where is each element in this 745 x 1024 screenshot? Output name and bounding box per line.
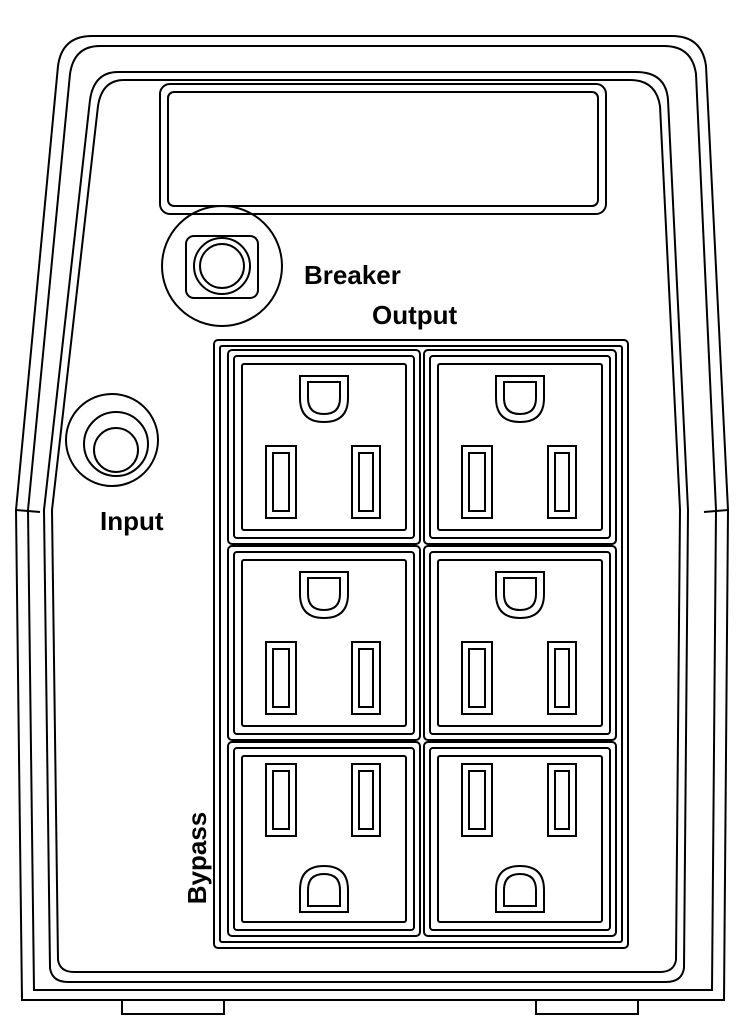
- neutral-slot: [461, 763, 493, 837]
- hot-slot: [547, 763, 577, 837]
- display-window: [159, 83, 607, 215]
- bypass-label: Bypass: [182, 811, 212, 905]
- breaker-button[interactable]: [161, 205, 283, 327]
- hot-slot: [547, 641, 577, 715]
- ups-housing: [14, 35, 730, 1001]
- outlet-block: [213, 339, 629, 949]
- input-label: Input: [100, 506, 164, 536]
- neutral-slot: [265, 763, 297, 837]
- neutral-slot: [461, 641, 493, 715]
- neutral-slot: [265, 641, 297, 715]
- hot-slot: [547, 445, 577, 519]
- outlets-layer: [227, 349, 617, 937]
- power-outlet[interactable]: [423, 545, 617, 741]
- input-power-button[interactable]: [65, 393, 159, 487]
- power-outlet[interactable]: [227, 741, 421, 937]
- neutral-slot: [461, 445, 493, 519]
- output-label: Output: [372, 300, 458, 330]
- ground-pin-hole: [299, 375, 349, 424]
- ground-pin-hole: [495, 864, 545, 913]
- power-outlet[interactable]: [227, 349, 421, 545]
- hot-slot: [351, 641, 381, 715]
- power-outlet[interactable]: [423, 741, 617, 937]
- breaker-label: Breaker: [304, 260, 401, 290]
- power-outlet[interactable]: [423, 349, 617, 545]
- feet: [121, 999, 639, 1015]
- ground-pin-hole: [495, 571, 545, 620]
- ground-pin-hole: [299, 864, 349, 913]
- hot-slot: [351, 445, 381, 519]
- front-bezel: [42, 71, 690, 983]
- power-outlet[interactable]: [227, 545, 421, 741]
- ground-pin-hole: [299, 571, 349, 620]
- hot-slot: [351, 763, 381, 837]
- neutral-slot: [265, 445, 297, 519]
- ground-pin-hole: [495, 375, 545, 424]
